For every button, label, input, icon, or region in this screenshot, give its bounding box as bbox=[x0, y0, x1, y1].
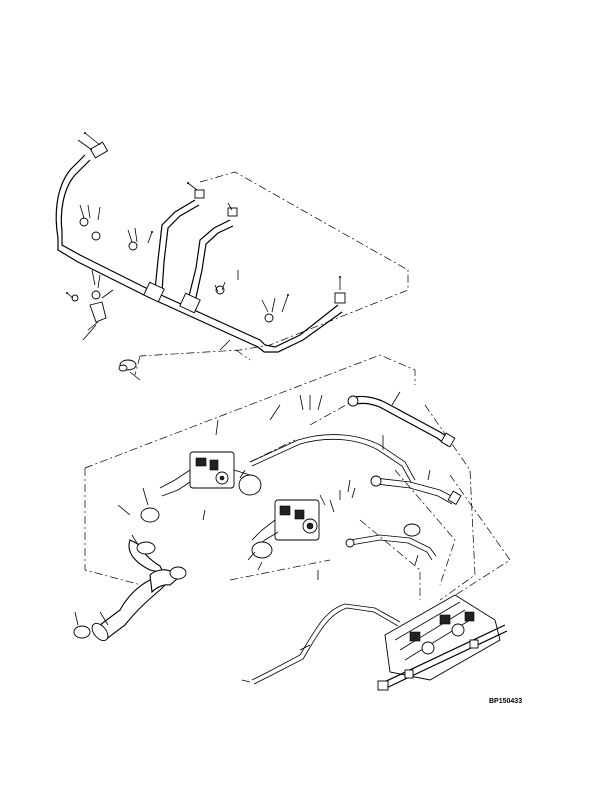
lower-assembly-boundary bbox=[84, 354, 416, 591]
upper-left-riser bbox=[55, 154, 91, 239]
tee-fitting-1 bbox=[143, 281, 165, 303]
thin-tube-mid bbox=[249, 434, 416, 483]
lower-routing-dashes bbox=[359, 404, 511, 621]
tee-fitting-2 bbox=[179, 292, 201, 314]
tube-end-fitting-right bbox=[227, 207, 238, 217]
riser-tube-2 bbox=[187, 219, 234, 303]
hose-end-fitting-b bbox=[347, 395, 359, 407]
riser-tube-1 bbox=[154, 199, 200, 293]
flex-cable bbox=[251, 603, 401, 685]
long-hose-upper bbox=[349, 395, 453, 447]
upper-tube-assembly bbox=[55, 132, 409, 381]
upper-callout-dots bbox=[66, 132, 341, 296]
hose-clamp-left-3 bbox=[169, 566, 187, 580]
main-tube bbox=[57, 232, 266, 353]
tube-end-fitting-far bbox=[334, 292, 346, 304]
hose-end-fitting-c bbox=[370, 475, 382, 487]
inlet-elbow bbox=[91, 622, 109, 642]
figure-id-label: BP150433 bbox=[489, 698, 523, 705]
lower-assembly bbox=[73, 354, 511, 691]
water-pump-upper bbox=[159, 451, 262, 497]
upper-leader-line bbox=[134, 349, 251, 376]
upper-assembly-boundary bbox=[139, 171, 409, 357]
water-pump-lower bbox=[251, 499, 320, 549]
upper-clamps bbox=[71, 217, 274, 323]
manifold-rail bbox=[379, 624, 508, 691]
upper-callout-leaders bbox=[66, 132, 341, 381]
inlet-hose-large bbox=[94, 539, 169, 641]
lower-callout-leaders bbox=[74, 391, 431, 683]
tube-bracket bbox=[89, 301, 107, 323]
hose-clamp-left-2 bbox=[136, 541, 156, 555]
hose-lower-right bbox=[349, 534, 437, 561]
hose-end-fitting-d bbox=[447, 490, 462, 505]
hose-clamp-left-1 bbox=[140, 507, 160, 523]
tube-end-fitting-mid bbox=[194, 189, 205, 199]
hose-clamp-left-4 bbox=[73, 625, 91, 639]
cross-tube bbox=[264, 304, 343, 353]
hose-end-fitting-e bbox=[345, 538, 355, 548]
o-ring-right bbox=[403, 523, 421, 537]
gasket-lower bbox=[251, 541, 273, 559]
hose-end-fitting-a bbox=[440, 432, 456, 448]
long-hose-mid bbox=[374, 477, 456, 505]
exhaust-manifold-block bbox=[377, 594, 508, 691]
tube-end-fitting-top bbox=[89, 141, 109, 159]
